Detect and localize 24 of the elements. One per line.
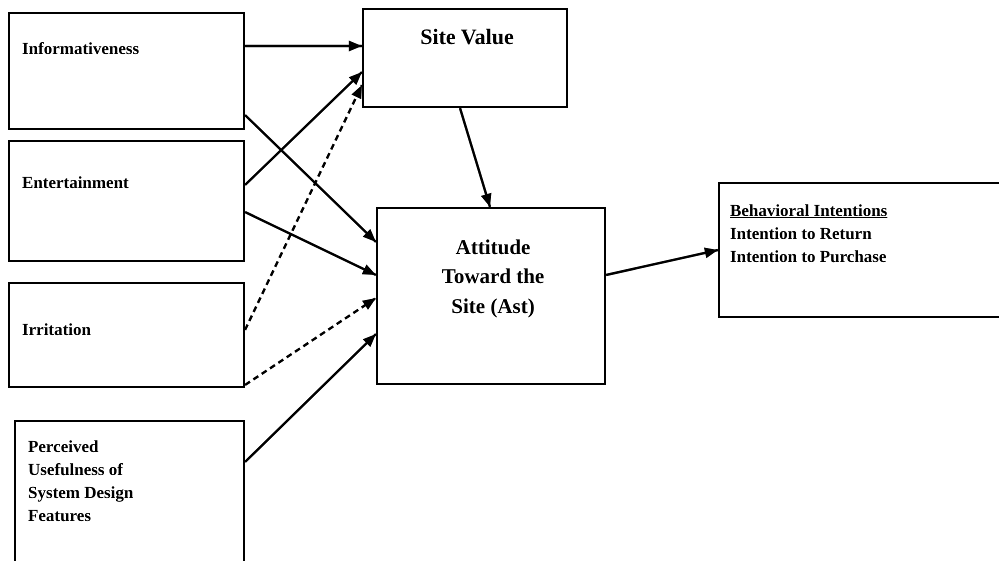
node-label: Irritation [22,319,91,341]
node-label: Site Value [420,23,514,51]
arrow [244,71,363,186]
node-label: Intention to Return Intention to Purchase [730,222,888,268]
box [8,12,245,130]
arrow [458,108,492,208]
arrow [244,296,377,386]
box [8,282,245,388]
arrow [244,210,377,276]
box [14,420,245,561]
box [718,182,999,318]
node-label: Perceived Usefulness of System Design Features [28,436,134,527]
arrow [606,248,718,276]
node-label: Attitude Toward the Site (Ast) [440,234,546,320]
box [376,207,606,385]
arrow [244,84,364,331]
box [362,8,568,108]
box [8,140,245,262]
node-label: Entertainment [22,172,129,194]
arrow [244,114,377,243]
node-label: Informativeness [22,38,140,60]
arrow [245,40,362,52]
heading: Behavioral Intentions [730,200,888,222]
arrow [244,333,377,463]
